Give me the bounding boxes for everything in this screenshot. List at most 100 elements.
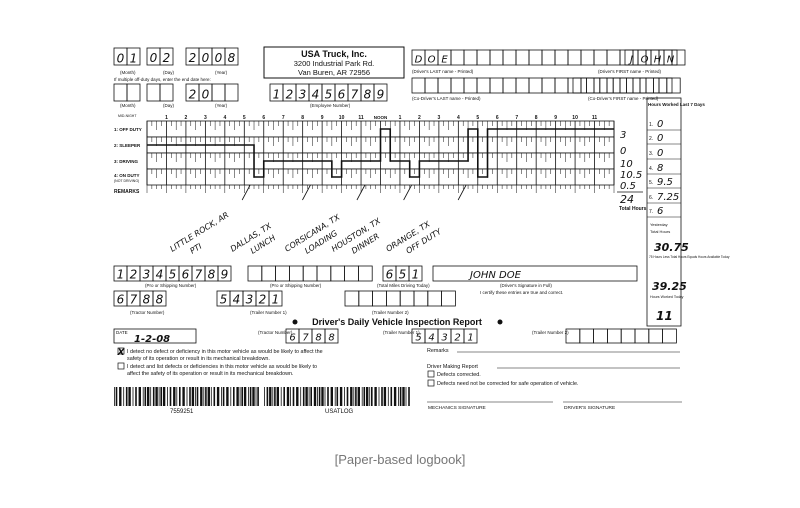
insp-trailer1-label: (Trailer Number 1)	[383, 330, 420, 335]
barcode-right-bar	[292, 387, 295, 406]
recap-day-value: 7.25	[657, 192, 679, 203]
driver-last-label: (Driver's LAST name - Printed)	[412, 69, 474, 74]
title-dot-right	[497, 319, 503, 325]
month-digit-char: 0	[117, 52, 125, 66]
barcode-right-bar	[317, 387, 318, 406]
hour-label: 3	[437, 115, 440, 121]
codriver-first-char-box[interactable]	[666, 77, 681, 94]
signature-box[interactable]	[432, 265, 638, 282]
barcode-right-bar	[399, 387, 402, 406]
trailer1-digit-char: 1	[272, 293, 280, 307]
tractor-digit-char: 8	[156, 293, 164, 307]
hour-label: 1	[165, 115, 168, 121]
hour-label: 10	[339, 115, 345, 121]
insp-trailer2-digit-box[interactable]	[662, 328, 677, 344]
recap-available-label: 75 Hours Less Total Hours Equals Hours A…	[649, 255, 730, 259]
insp-tractor-digit-box[interactable]	[324, 328, 339, 344]
driver-last-char-char: E	[441, 55, 448, 66]
defects-not-needed-checkbox[interactable]	[427, 379, 435, 387]
barcode-right-bar	[327, 387, 329, 406]
year-digit-box[interactable]	[224, 47, 239, 66]
recap-day-number: 7.	[649, 209, 653, 215]
barcode-left-bar	[114, 387, 115, 406]
no-defect-text-1: I detect no defect or deficiency in this…	[127, 349, 323, 355]
insp-trailer1-digit-box[interactable]	[463, 328, 478, 344]
barcode-left-bar	[207, 387, 210, 406]
defects-corrected-checkbox[interactable]	[427, 370, 435, 378]
certify-text: I certify these entries are true and cor…	[480, 290, 563, 295]
shipping-label-1: (Pro or Shipping Number)	[145, 283, 197, 288]
barcode-right-bar	[355, 387, 357, 406]
defect-checkbox[interactable]	[117, 362, 125, 370]
end-month-digit-box[interactable]	[126, 83, 141, 102]
hour-label: 6	[262, 115, 265, 121]
barcode-right-bar	[266, 387, 269, 406]
end-month-label: (Month)	[120, 103, 136, 108]
hour-label: 7	[515, 115, 518, 121]
hour-label: 4	[223, 115, 226, 121]
shipping-digit-char: 5	[169, 268, 177, 282]
barcode-right-bar	[336, 387, 339, 406]
hour-label: 5	[476, 115, 479, 121]
barcode-left-bar	[249, 387, 252, 406]
end-year-digit-char: 0	[202, 88, 210, 102]
remarks-field-label: Remarks	[427, 348, 449, 354]
trailer2-digit-box[interactable]	[441, 290, 456, 307]
shipping-digit-char: 3	[143, 268, 151, 282]
recap-total-value: 30.75	[654, 241, 689, 254]
barcode-left-bar	[255, 387, 257, 406]
barcode-right-bar	[305, 387, 308, 406]
driver-first-char-char: J	[628, 55, 633, 66]
month-digit-box[interactable]	[126, 47, 141, 66]
shipping2-digit-box[interactable]	[357, 265, 373, 282]
insp-tractor-digit-char: 8	[315, 333, 321, 344]
barcode-left-bar	[169, 387, 172, 406]
day-digit-box[interactable]	[159, 47, 174, 66]
inspection-date-box[interactable]	[113, 328, 197, 344]
barcode-right-bar	[296, 387, 299, 406]
driver-signature: JOHN DOE	[468, 270, 522, 281]
driver-first-label: (Driver's FIRST name - Printed)	[598, 69, 662, 74]
shipping-digit-char: 8	[208, 268, 216, 282]
barcode-right-bar	[283, 387, 285, 406]
tractor-digit-box[interactable]	[152, 290, 167, 307]
barcode-left-bar	[210, 387, 212, 406]
barcode-left-bar	[213, 387, 216, 406]
no-defect-checkbox[interactable]	[117, 347, 125, 355]
row-total: 10.5	[620, 170, 642, 181]
employee-digit-char: 8	[364, 88, 372, 102]
defect-text-1: I detect and list defects or deficiencie…	[127, 364, 317, 370]
barcode-right-bar	[408, 387, 410, 406]
barcode-right-bar	[363, 387, 366, 406]
barcode-left-bar	[252, 387, 255, 406]
driver-last-char-char: D	[415, 55, 423, 66]
no-defect-check-mark: X	[117, 348, 126, 358]
hour-label: 8	[535, 115, 538, 121]
year-digit-char: 8	[228, 51, 236, 65]
barcode-left-bar	[196, 387, 199, 406]
barcode-left-bar	[158, 387, 160, 406]
hour-label: 8	[301, 115, 304, 121]
miles-digit-box[interactable]	[408, 265, 423, 282]
end-year-digit-box[interactable]	[224, 83, 239, 102]
hour-label: 11	[358, 115, 364, 121]
driver-first-char-box[interactable]	[663, 49, 678, 66]
driver-first-char-char: O	[641, 55, 649, 66]
barcode-right-bar	[286, 387, 290, 406]
trailer1-digit-box[interactable]	[268, 290, 283, 307]
end-day-digit-box[interactable]	[159, 83, 174, 102]
barcode-right-bar	[371, 387, 373, 406]
driver-first-char-box[interactable]	[671, 49, 686, 66]
shipping-digit-char: 9	[221, 268, 229, 282]
shipping-digit-char: 2	[130, 268, 138, 282]
shipping-digit-box[interactable]	[217, 265, 232, 282]
barcode-right-bar	[381, 387, 383, 406]
employee-digit-box[interactable]	[373, 83, 388, 102]
inspection-date-label: DATE	[116, 330, 128, 335]
insp-tractor-label: (Tractor Number)	[258, 330, 293, 335]
employee-digit-char: 9	[377, 88, 385, 102]
recap-day-number: 1.	[649, 122, 653, 128]
trailer1-digit-char: 5	[220, 293, 228, 307]
barcode-right-bar	[339, 387, 343, 406]
insp-tractor-digit-char: 7	[302, 333, 309, 344]
